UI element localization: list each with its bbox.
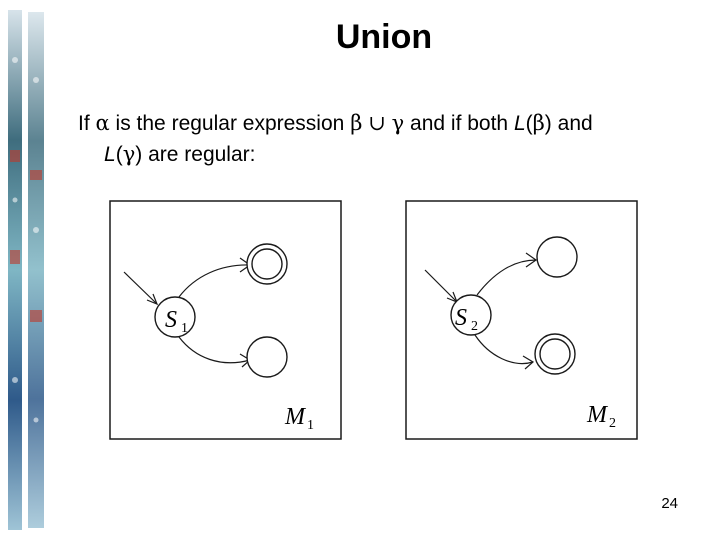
text-are-regular: are regular: — [148, 143, 256, 166]
decorative-side-strip — [8, 10, 44, 530]
language-L: L — [513, 112, 526, 135]
svg-text:1: 1 — [181, 321, 188, 336]
machine-2-diagram: S 2 M 2 — [405, 200, 638, 440]
state — [246, 336, 288, 378]
body-line-2: L(γ) are regular: — [104, 142, 256, 166]
text-and: and — [557, 112, 593, 135]
transition-down — [178, 336, 251, 364]
gamma-symbol: γ — [391, 111, 405, 135]
text-if: If — [78, 112, 90, 135]
accept-state — [246, 243, 288, 285]
text-is-the: is the regular expression — [115, 112, 345, 135]
transition-up — [476, 259, 537, 296]
machine-1-diagram: S 1 M 1 — [109, 200, 342, 440]
alpha-symbol: α — [95, 111, 110, 135]
beta-symbol: β — [350, 111, 363, 135]
start-state — [450, 294, 492, 336]
transition-down — [474, 334, 534, 365]
start-arrow — [123, 271, 158, 305]
svg-text:2: 2 — [471, 319, 478, 334]
state — [536, 236, 578, 278]
transition-up — [178, 264, 251, 298]
machine-2-frame — [405, 200, 638, 440]
start-state-label: S — [455, 305, 467, 331]
union-symbol: ∪ — [368, 111, 386, 135]
machine-label: M — [586, 402, 609, 428]
svg-text:1: 1 — [307, 418, 314, 433]
machine-1-svg: S 1 M 1 — [109, 200, 342, 440]
start-state — [154, 296, 196, 338]
accept-state — [534, 333, 576, 375]
page-number: 24 — [661, 495, 678, 512]
machine-1-frame — [109, 200, 342, 440]
start-state-label: S — [165, 307, 177, 333]
machine-label: M — [284, 404, 307, 430]
slide-body: If α is the regular expression β ∪ γ and… — [78, 108, 678, 170]
text-and-if-both: and if both — [410, 112, 509, 135]
slide-title: Union — [335, 18, 433, 56]
machine-2-svg: S 2 M 2 — [405, 200, 638, 440]
start-arrow — [424, 269, 458, 303]
body-line-1: If α is the regular expression β ∪ γ and… — [78, 111, 593, 135]
svg-text:2: 2 — [609, 416, 616, 431]
